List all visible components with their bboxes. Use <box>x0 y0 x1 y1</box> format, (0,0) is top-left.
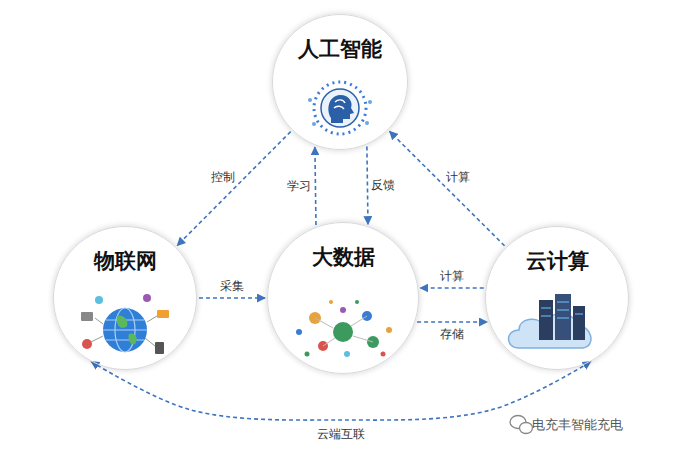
watermark-icon <box>510 416 533 434</box>
node-title: 大数据 <box>312 243 375 271</box>
circle-node: 人工智能 <box>272 14 408 150</box>
node-title: 物联网 <box>94 247 157 275</box>
dashed-connector <box>199 297 265 299</box>
node-text-wrap: 人工智能 <box>273 35 407 63</box>
node-text-wrap: 大数据 <box>268 243 418 271</box>
dashed-connector <box>420 287 483 289</box>
edge-label: 控制 <box>209 170 237 184</box>
edge-label: 反馈 <box>369 178 397 192</box>
cloud-server-icon <box>509 294 591 348</box>
dashed-connector <box>315 147 316 225</box>
node-text-wrap: 物联网 <box>54 247 196 275</box>
dashed-connector <box>367 146 368 224</box>
edge-label: 计算 <box>444 170 472 184</box>
node-title: 云计算 <box>526 247 589 275</box>
edge-label: 学习 <box>285 179 313 193</box>
edge-label: 采集 <box>218 279 246 293</box>
node-title: 人工智能 <box>298 35 382 63</box>
brain-icon <box>308 82 372 134</box>
edge-label: 存储 <box>438 327 466 341</box>
node-text-wrap: 云计算 <box>486 247 628 275</box>
circle-node: 大数据 <box>267 222 419 374</box>
dashed-connector <box>91 362 591 421</box>
dashed-connector <box>177 132 290 246</box>
dashed-connector <box>417 321 487 323</box>
watermark: 电充丰智能充电 <box>532 416 623 434</box>
big-data-dots-icon <box>296 300 392 357</box>
edge-label: 云端互联 <box>315 427 367 441</box>
dashed-connector <box>390 131 505 245</box>
circle-node: 云计算 <box>485 226 629 370</box>
edge-label: 计算 <box>438 269 466 283</box>
iot-globe-icon <box>81 294 169 354</box>
circle-node: 物联网 <box>53 226 197 370</box>
